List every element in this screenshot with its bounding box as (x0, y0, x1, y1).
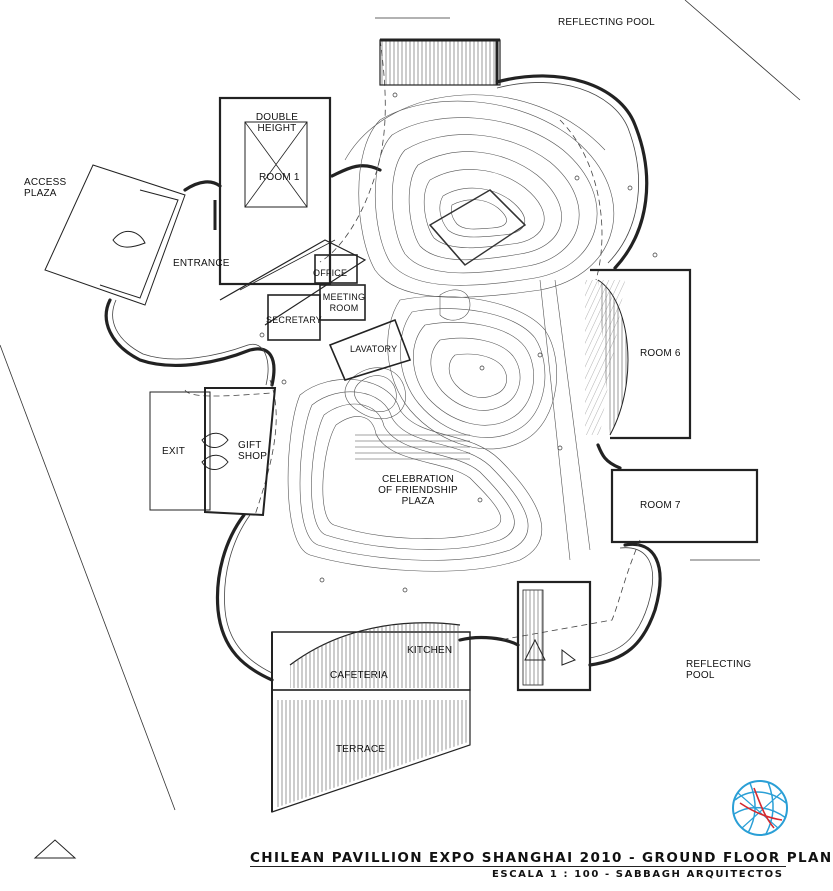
label-office: OFFICE (313, 268, 348, 278)
label-gift-shop: GIFT SHOP (238, 440, 268, 462)
triangle-marker-icon (33, 839, 77, 859)
label-room-7: ROOM 7 (640, 500, 681, 511)
label-entrance: ENTRANCE (173, 258, 230, 269)
walls (44, 38, 759, 813)
floor-plan-drawing (0, 0, 801, 859)
landscape-contours (287, 94, 614, 572)
plaza-steps (355, 434, 470, 460)
globe-mesh-logo (732, 780, 788, 836)
label-reflecting-pool-top: REFLECTING POOL (558, 17, 655, 28)
doors (112, 230, 577, 666)
label-room-1: ROOM 1 (259, 172, 300, 183)
label-secretary: SECRETARY (266, 315, 322, 325)
label-double-height: DOUBLE HEIGHT (255, 112, 299, 134)
drawing-title: CHILEAN PAVILLION EXPO SHANGHAI 2010 - G… (250, 850, 833, 866)
central-bridge (428, 189, 527, 266)
label-lavatory: LAVATORY (350, 344, 398, 354)
roof-outline-dashed (184, 39, 641, 641)
site-boundary (0, 0, 801, 811)
label-access-plaza: ACCESS PLAZA (24, 177, 67, 199)
columns (259, 92, 658, 593)
label-kitchen: KITCHEN (407, 645, 453, 656)
label-cafeteria: CAFETERIA (330, 670, 388, 681)
outer-shell-inner (112, 82, 653, 674)
label-reflecting-pool-right: REFLECTING POOL (686, 659, 752, 681)
label-celebration-plaza: CELEBRATION OF FRIENDSHIP PLAZA (378, 474, 458, 507)
drawing-subtitle: ESCALA 1 : 100 - SABBAGH ARQUITECTOS (492, 869, 784, 880)
hatching (275, 280, 625, 808)
label-exit: EXIT (162, 446, 186, 457)
label-terrace: TERRACE (336, 744, 386, 755)
title-underline (250, 866, 786, 867)
label-room-6: ROOM 6 (640, 348, 681, 359)
label-meeting-room: MEETING ROOM (322, 292, 366, 313)
outer-shell (104, 74, 662, 682)
